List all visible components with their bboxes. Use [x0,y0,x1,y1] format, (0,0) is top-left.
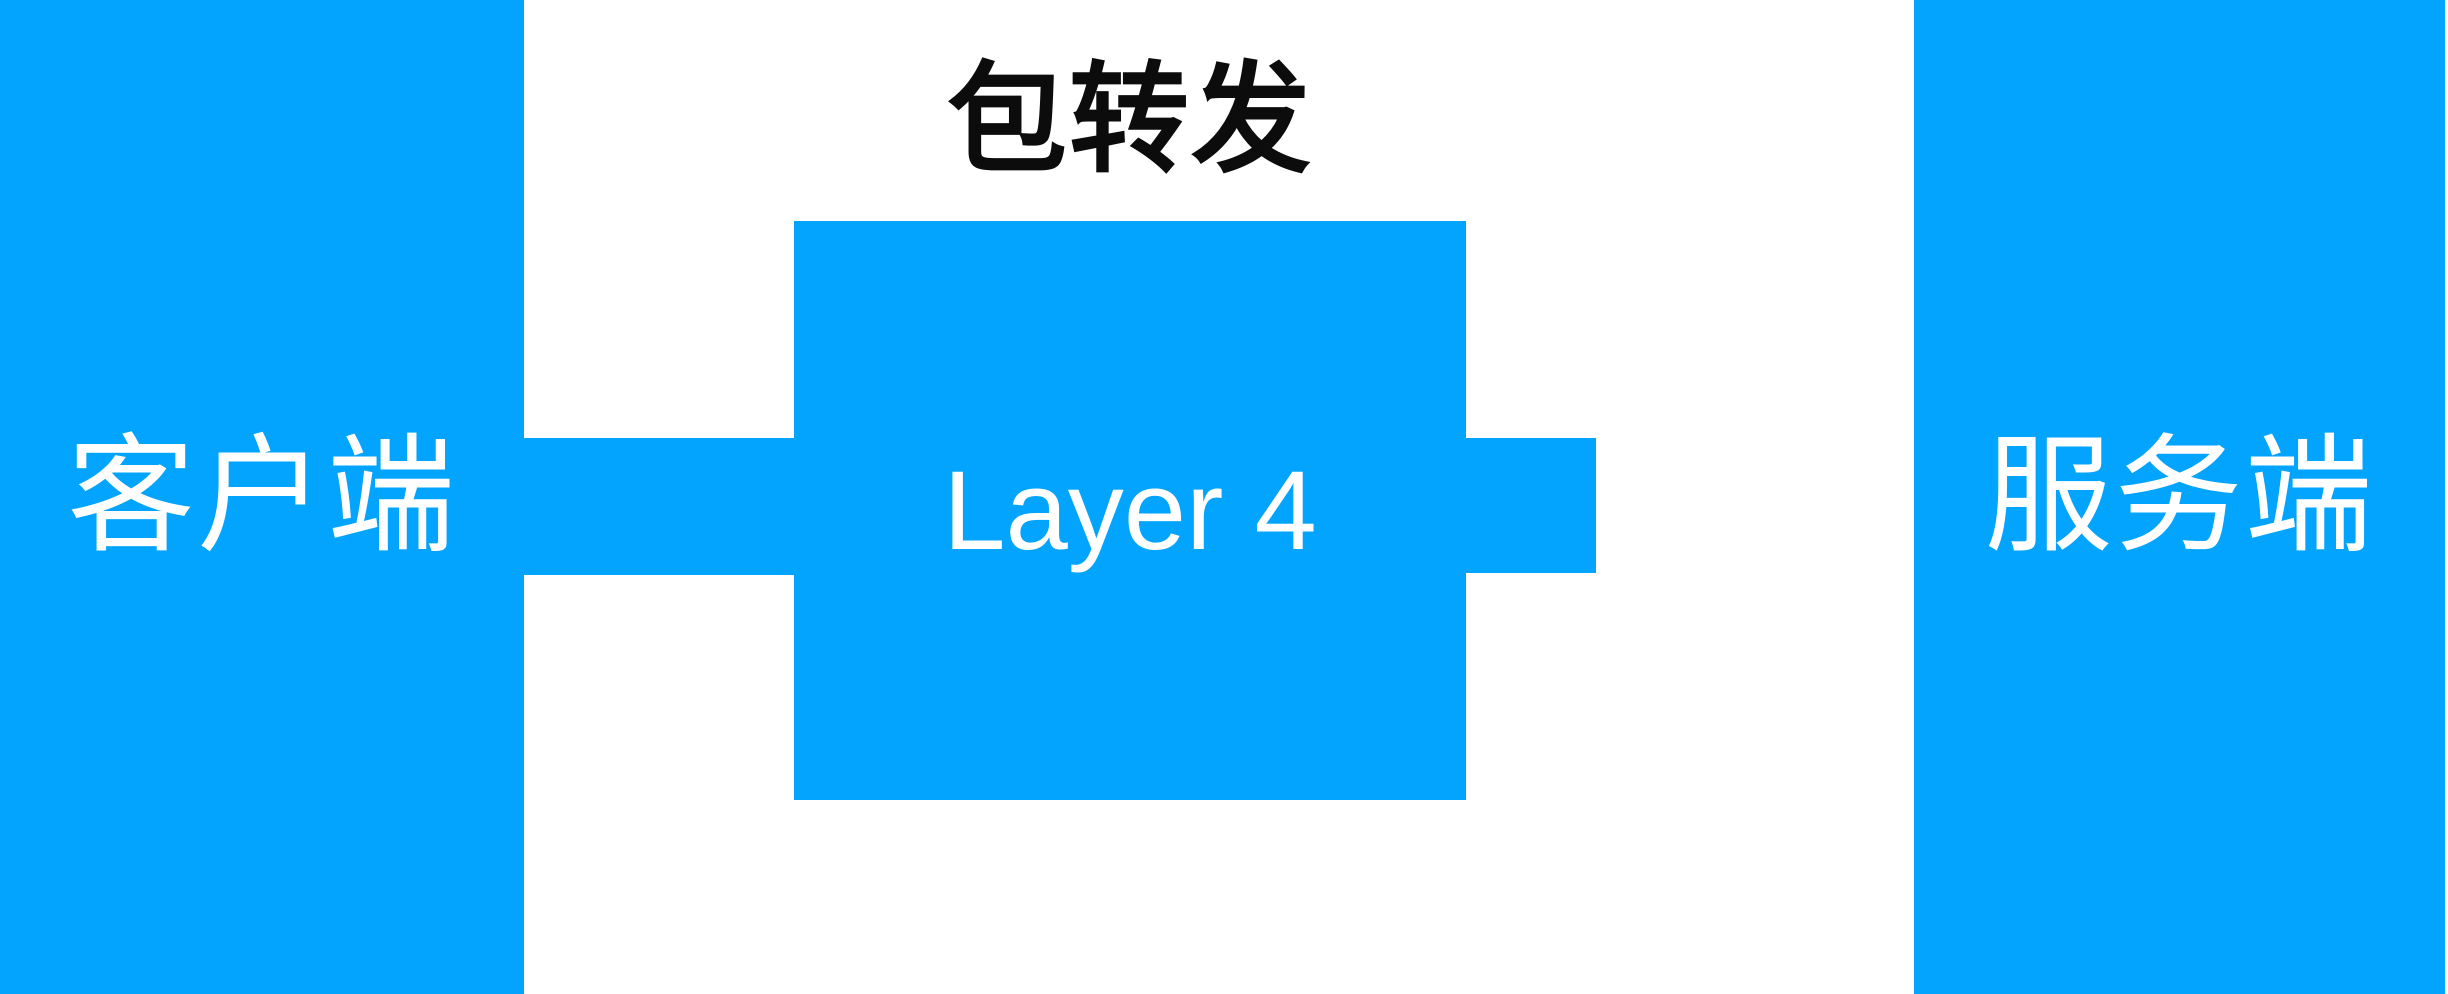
node-server[interactable]: 服务端 [1914,0,2445,994]
arrow-shaft-layer4-to-server [1462,438,1596,573]
node-client-label: 客户端 [66,425,457,568]
node-server-label: 服务端 [1984,425,2375,568]
connector-client-to-layer4 [520,438,798,575]
node-client[interactable]: 客户端 [0,0,524,994]
edge-caption-packet-forwarding: 包转发 [947,53,1313,187]
node-layer4-label: Layer 4 [943,447,1317,573]
node-layer4[interactable]: Layer 4 [794,221,1466,800]
